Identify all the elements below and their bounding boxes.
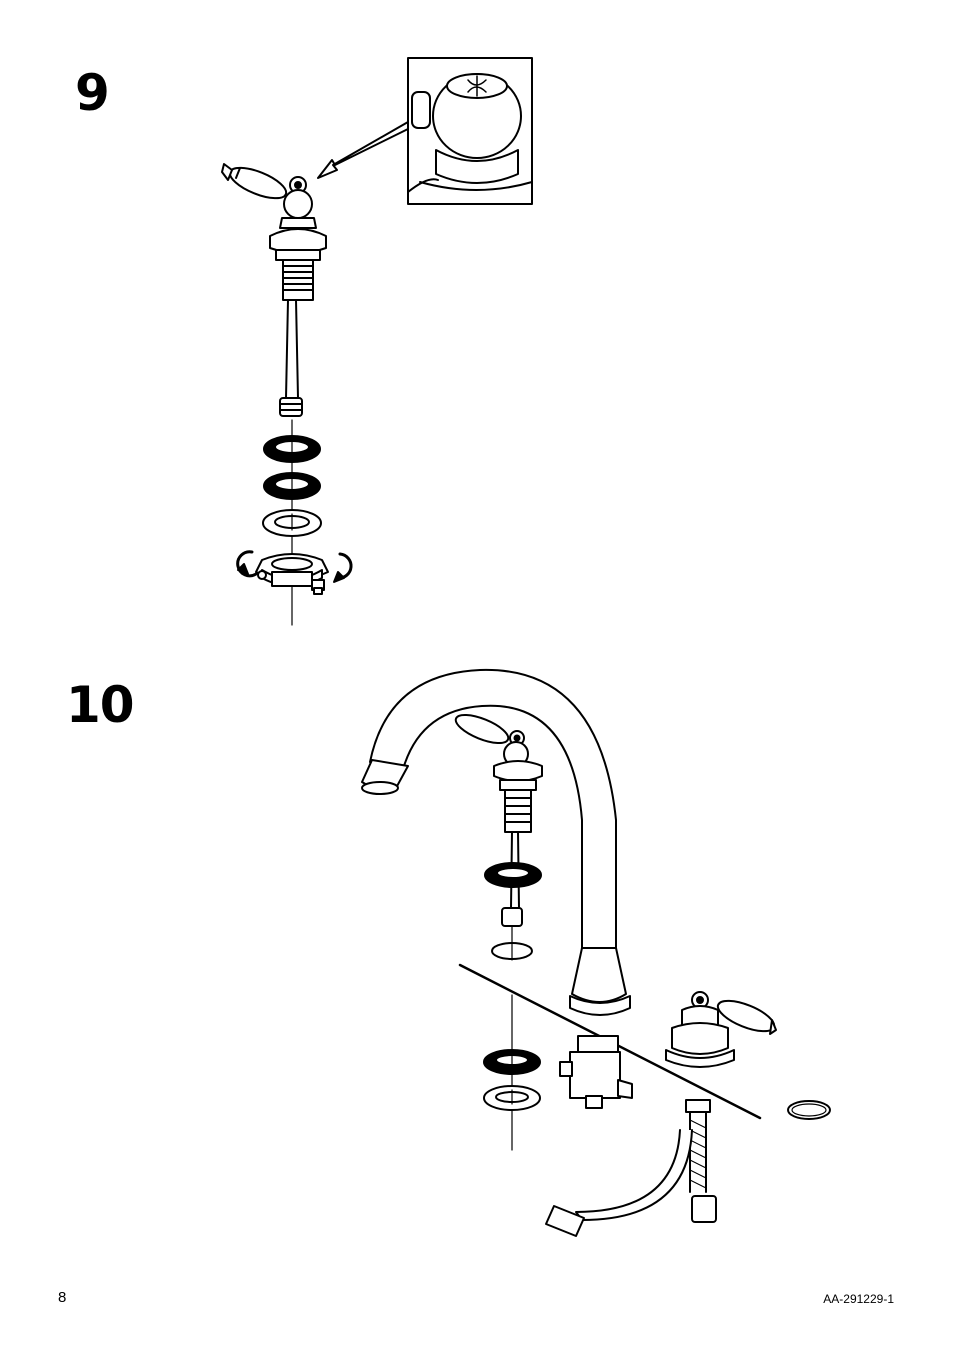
detail-pointer-arrow	[318, 122, 410, 178]
rubber-washer-top	[264, 436, 320, 462]
exploded-tap-assembly	[452, 709, 542, 960]
faucet-spout	[362, 670, 630, 1015]
lower-metal-washer	[484, 1086, 540, 1110]
tube-fitting-nut	[280, 398, 302, 416]
installed-right-tap	[666, 992, 778, 1067]
tap-handle-lever	[222, 162, 290, 205]
supply-tube	[286, 300, 298, 398]
page-number: 8	[58, 1289, 66, 1306]
flexible-supply-hose	[546, 1100, 716, 1236]
metal-washer	[263, 510, 321, 536]
step-9-illustration	[222, 58, 532, 625]
threaded-body	[283, 260, 313, 300]
rubber-washer-middle	[264, 473, 320, 499]
rotate-left-arrow-icon	[238, 552, 256, 576]
detail-inset	[408, 58, 532, 204]
step-10-illustration	[362, 670, 830, 1236]
lower-rubber-washer	[484, 1050, 540, 1074]
rotate-right-arrow-icon	[334, 554, 351, 582]
document-code: AA-291229-1	[823, 1292, 894, 1306]
